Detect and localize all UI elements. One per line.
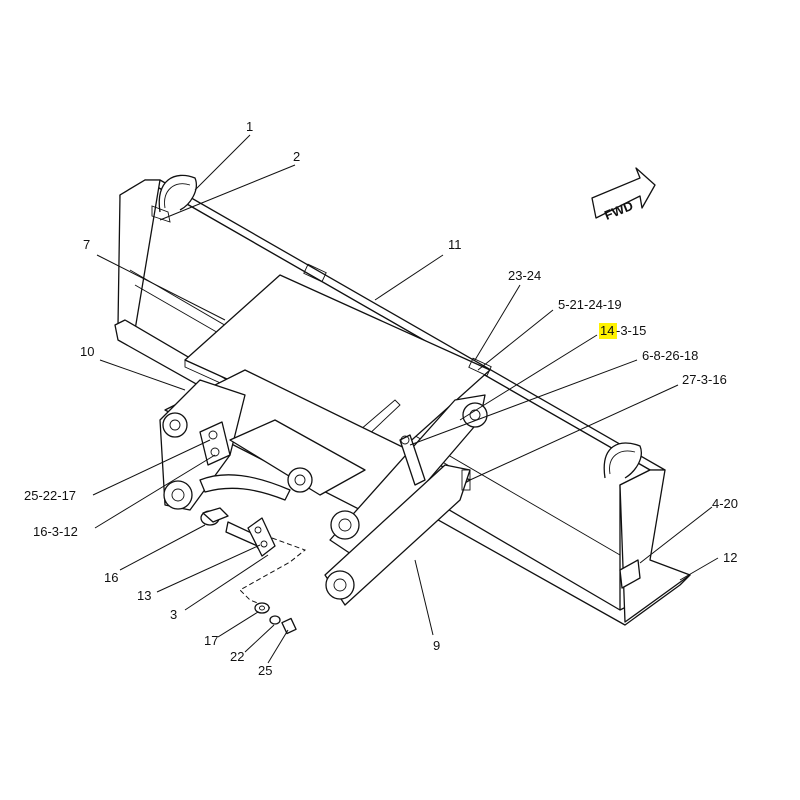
callout-10: 10	[80, 344, 94, 359]
callout-11: 11	[448, 237, 462, 252]
callout-5-21-24-19: 5-21-24-19	[558, 297, 622, 312]
callout-14-highlight	[599, 323, 617, 339]
callouts: 1 2 7 11 23-24 5-21-24-19 14 -3-15 6-8-2…	[24, 119, 738, 678]
frame-linkage	[159, 369, 488, 606]
callout-3: 3	[170, 607, 177, 622]
fwd-arrow-icon: FWD	[591, 167, 656, 223]
callout-6-8-26-18: 6-8-26-18	[642, 348, 698, 363]
callout-2: 2	[293, 149, 300, 164]
callout-16-3-12: 16-3-12	[33, 524, 78, 539]
callout-22: 22	[230, 649, 244, 664]
callout-25-22-17: 25-22-17	[24, 488, 76, 503]
callout-17: 17	[204, 633, 218, 648]
callout-7: 7	[83, 237, 90, 252]
callout-12: 12	[723, 550, 737, 565]
callout-25: 25	[258, 663, 272, 678]
callout-14: 14	[600, 323, 614, 338]
callout-9: 9	[433, 638, 440, 653]
callout-27-3-16: 27-3-16	[682, 372, 727, 387]
callout-13: 13	[137, 588, 151, 603]
callout-1: 1	[246, 119, 253, 134]
callout-14-rest: -3-15	[616, 323, 646, 338]
callout-16: 16	[104, 570, 118, 585]
callout-23-24: 23-24	[508, 268, 541, 283]
loose-hardware	[200, 507, 307, 635]
leader-lines	[92, 134, 719, 664]
callout-4-20: 4-20	[712, 496, 738, 511]
